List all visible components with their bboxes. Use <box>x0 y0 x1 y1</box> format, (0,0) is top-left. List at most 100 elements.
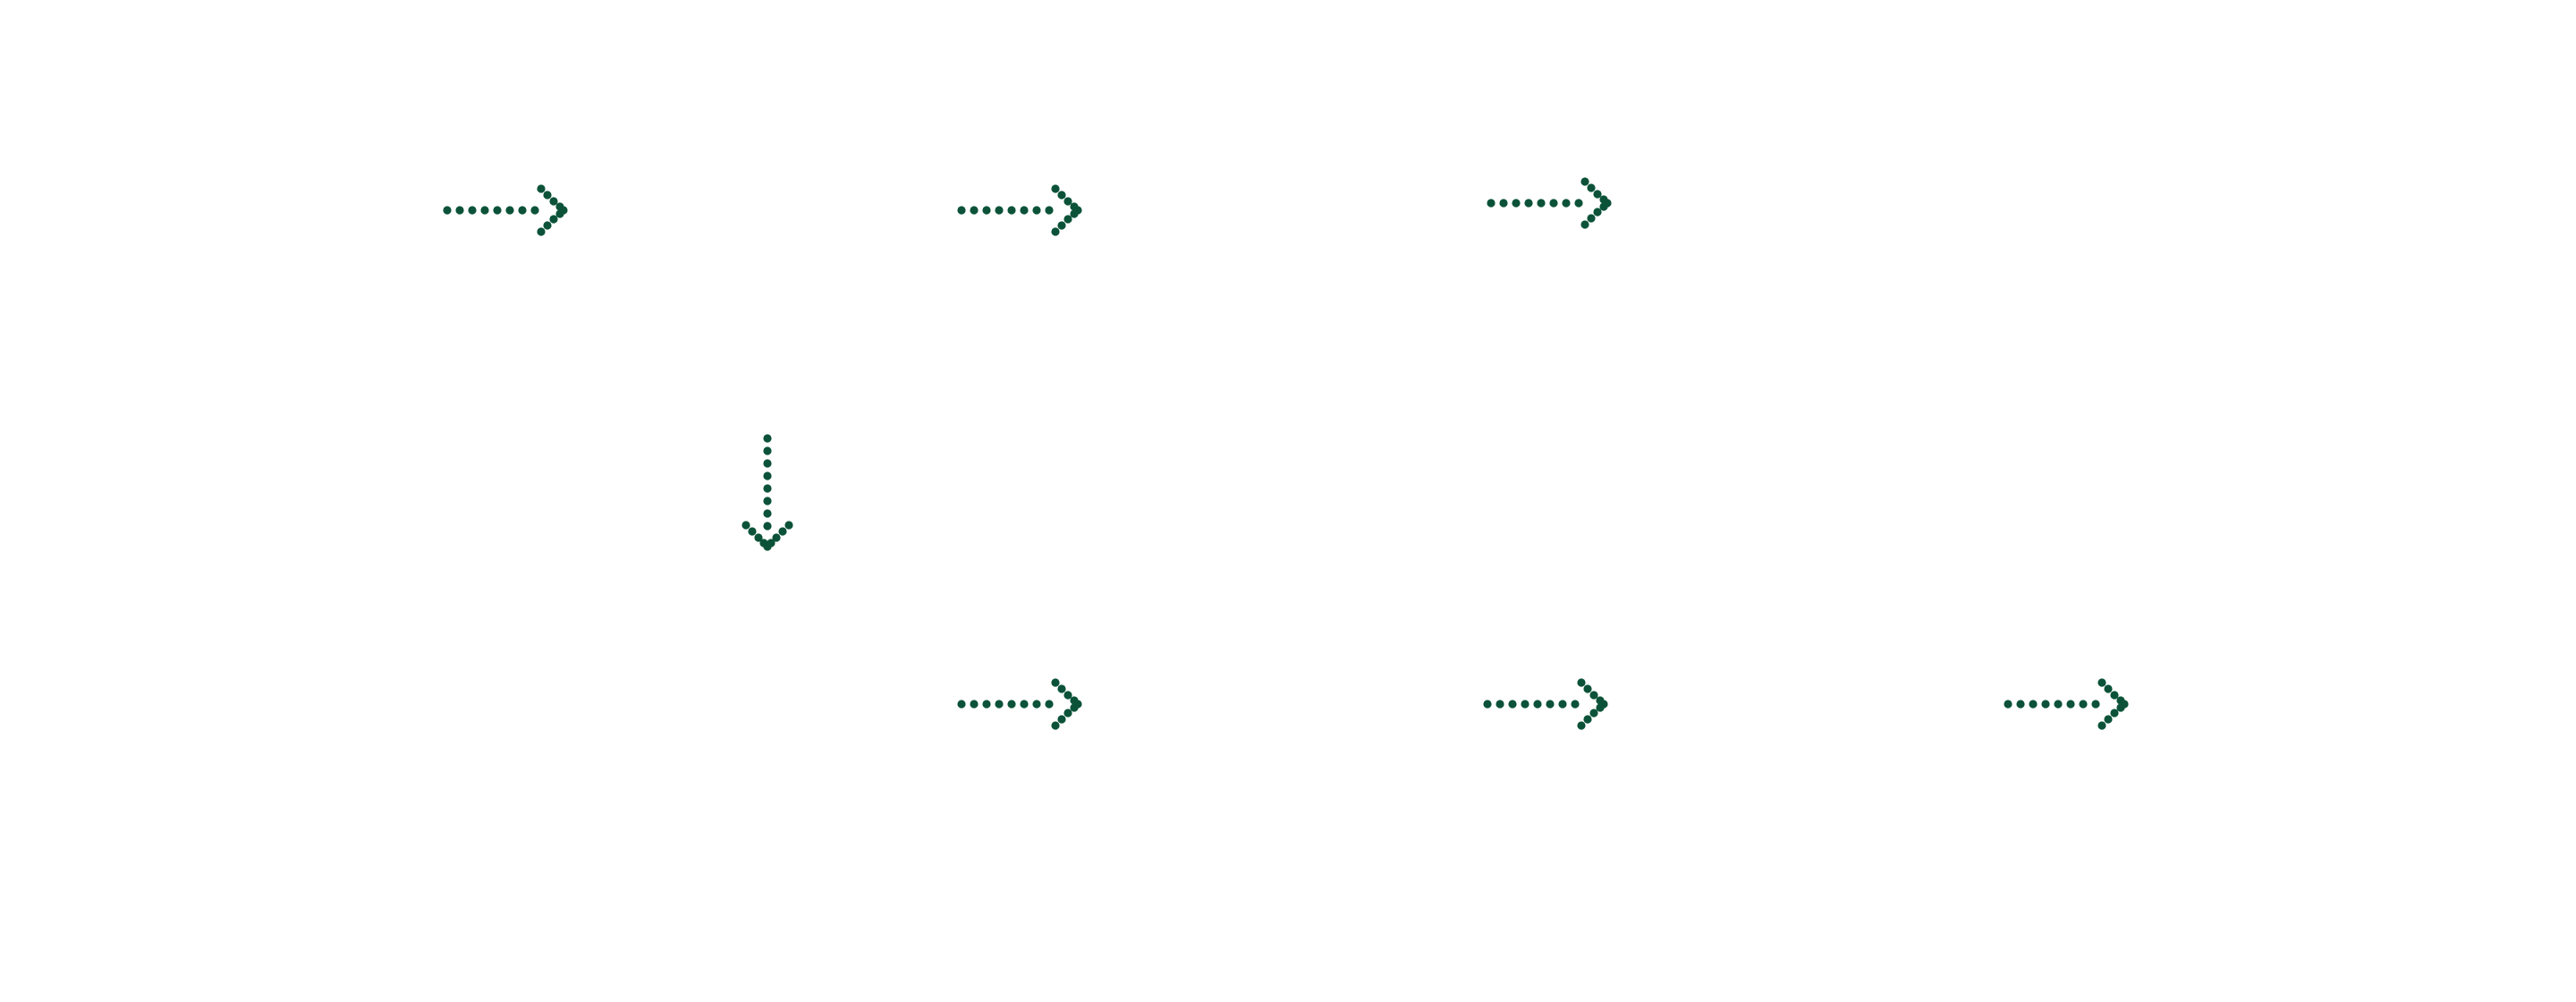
arrow-dot <box>1020 700 1029 709</box>
arrow-dot <box>1583 715 1592 724</box>
arrow-dot <box>1483 700 1492 709</box>
arrow-dot <box>763 509 772 518</box>
arrow-dot <box>763 522 772 531</box>
arrow-right-icon <box>2004 677 2130 731</box>
arrow-dot <box>555 209 564 218</box>
arrow-dot <box>1537 199 1546 208</box>
arrow-dot <box>784 521 793 530</box>
arrow-down-icon <box>741 434 794 551</box>
arrow-dot <box>970 206 979 215</box>
arrow-right-icon <box>957 677 1083 731</box>
arrow-dot <box>1521 700 1530 709</box>
arrow-dot <box>1587 214 1596 223</box>
arrow-dot <box>1577 678 1586 687</box>
arrow-dot <box>1589 709 1598 718</box>
arrow-dot <box>1057 684 1066 693</box>
arrow-dot <box>1546 700 1555 709</box>
arrow-dot <box>995 206 1004 215</box>
arrow-dot <box>1558 700 1567 709</box>
arrow-dot <box>772 533 781 542</box>
arrow-right-icon <box>443 183 569 237</box>
arrow-right-icon <box>1483 677 1609 731</box>
arrow-dot <box>1577 721 1586 730</box>
arrow-dot <box>1580 220 1589 229</box>
arrow-dot <box>518 206 527 215</box>
arrow-dot <box>1562 199 1571 208</box>
arrow-dot <box>763 471 772 480</box>
arrow-dot <box>982 206 991 215</box>
arrow-dot <box>2054 700 2063 709</box>
arrow-dot <box>543 191 552 200</box>
arrow-dot <box>468 206 477 215</box>
arrow-dot <box>2079 700 2088 709</box>
arrow-dot <box>1007 206 1016 215</box>
arrow-dot <box>754 533 763 542</box>
arrow-dot <box>549 197 558 206</box>
arrow-dot <box>1070 703 1079 712</box>
arrow-dot <box>1045 700 1054 709</box>
arrow-dot <box>1571 700 1580 709</box>
arrow-dot <box>763 446 772 455</box>
arrow-dot <box>763 434 772 443</box>
arrow-dot <box>493 206 502 215</box>
arrow-dot <box>1063 197 1072 206</box>
arrow-dot <box>2116 703 2125 712</box>
arrow-dot <box>1533 700 1542 709</box>
arrow-right-icon-svg <box>1487 177 1612 229</box>
arrow-dot <box>1007 700 1016 709</box>
arrow-down-icon-svg <box>741 434 793 551</box>
arrow-right-icon-svg <box>957 184 1082 236</box>
arrow-dot <box>1587 183 1596 192</box>
arrow-dot <box>1524 199 1533 208</box>
arrow-dot <box>1057 715 1066 724</box>
arrow-dot <box>1051 721 1060 730</box>
arrow-dot <box>1051 227 1060 236</box>
arrow-dot <box>1487 199 1496 208</box>
arrow-dot <box>1063 709 1072 718</box>
arrow-dot <box>1070 209 1079 218</box>
arrow-right-icon <box>1487 176 1613 230</box>
arrow-dot <box>1051 184 1060 193</box>
arrow-dot <box>549 215 558 224</box>
arrow-dot <box>2091 700 2100 709</box>
arrow-dot <box>1593 190 1602 199</box>
arrow-dot <box>1593 208 1602 217</box>
arrow-dot <box>1020 206 1029 215</box>
arrow-dot <box>505 206 514 215</box>
arrow-dot <box>455 206 464 215</box>
arrow-dot <box>1057 221 1066 230</box>
arrow-right-icon-svg <box>443 184 568 236</box>
arrow-dot <box>1045 206 1054 215</box>
arrow-dot <box>1583 684 1592 693</box>
arrow-dot <box>1032 206 1041 215</box>
arrow-dot <box>741 521 750 530</box>
arrow-right-icon-svg <box>2004 678 2129 730</box>
arrow-dot <box>2104 684 2113 693</box>
arrow-dot <box>537 227 546 236</box>
arrow-dot <box>443 206 452 215</box>
arrow-dot <box>537 184 546 193</box>
arrow-dot <box>1549 199 1558 208</box>
arrow-dot <box>778 527 787 536</box>
arrow-dot <box>995 700 1004 709</box>
arrow-right-icon-svg <box>1483 678 1608 730</box>
arrow-dot <box>957 206 966 215</box>
arrow-dot <box>2097 721 2106 730</box>
arrow-dot <box>2110 709 2119 718</box>
arrow-dot <box>767 539 775 548</box>
arrow-dot <box>1496 700 1504 709</box>
arrow-dot <box>982 700 991 709</box>
arrow-dot <box>957 700 966 709</box>
arrow-dot <box>2066 700 2075 709</box>
arrow-dot <box>1051 678 1060 687</box>
arrow-dot <box>2029 700 2038 709</box>
arrow-dot <box>543 221 552 230</box>
arrow-dot <box>763 459 772 468</box>
arrow-dot <box>480 206 489 215</box>
arrow-dot <box>2104 715 2113 724</box>
arrow-dot <box>1499 199 1508 208</box>
arrow-dot <box>2004 700 2012 709</box>
arrow-dot <box>1057 191 1066 200</box>
arrow-right-icon <box>957 183 1083 237</box>
arrow-dot <box>1512 199 1521 208</box>
